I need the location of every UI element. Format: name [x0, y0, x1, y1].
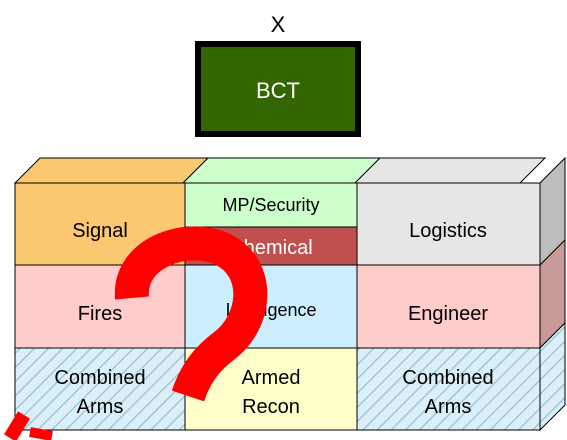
bct-box: BCT — [195, 41, 361, 137]
combined-arms-left-block — [14, 347, 186, 431]
mp-security-label: MP/Security — [222, 195, 319, 215]
combined-arms-left-label-2: Arms — [77, 396, 124, 418]
signal-top-face — [13, 157, 210, 184]
logistics-block — [356, 182, 541, 266]
armed-recon-label-2: Recon — [242, 396, 300, 418]
question-mark-icon — [4, 226, 268, 440]
signal-label: Signal — [72, 220, 128, 242]
combined-arms-right-block — [356, 347, 541, 431]
engineer-label: Engineer — [408, 303, 488, 325]
logistics-label: Logistics — [409, 220, 487, 242]
armed-recon-label-1: Armed — [242, 367, 301, 389]
echelon-marker: X — [271, 12, 286, 37]
logistics-top-face — [353, 157, 547, 184]
combined-arms-left-label-1: Combined — [54, 367, 145, 389]
fires-label: Fires — [78, 303, 122, 325]
combined-arms-right-label-2: Arms — [425, 396, 472, 418]
combined-arms-right-label-1: Combined — [402, 367, 493, 389]
engineer-block — [356, 264, 541, 349]
bct-label: BCT — [256, 78, 300, 103]
mp-security-top-face — [181, 157, 382, 184]
